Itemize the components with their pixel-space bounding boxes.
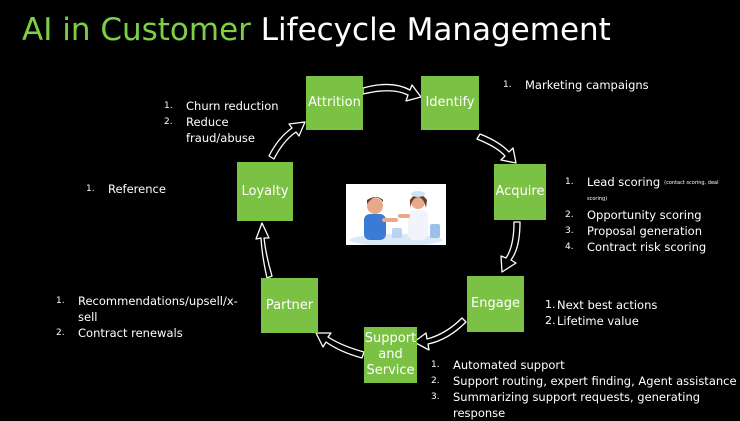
list-item: 1.Reference [86, 182, 166, 196]
list-item: 1.Lead scoring(contact scoring, deal sco… [565, 175, 719, 202]
list-item: 2.Lifetime value [545, 314, 639, 328]
stage-support-line3: Service [366, 363, 415, 378]
stage-support-line2: and [378, 347, 403, 362]
stage-identify: Identify [421, 76, 479, 130]
stage-attrition: Attrition [306, 76, 363, 130]
stage-identify-label: Identify [425, 95, 475, 110]
stage-engage: Engage [467, 276, 524, 332]
list-item: 1.Marketing campaigns [503, 78, 649, 92]
list-item: 2.Opportunity scoring [565, 208, 702, 222]
stage-support-service: Support and Service [364, 327, 417, 383]
list-item: 3.Summarizing support requests, generati… [431, 390, 701, 420]
list-item: 3.Proposal generation [565, 224, 703, 238]
list-item: 1.Next best actions [545, 298, 658, 312]
list-item: 2.Reduce fraud/abuse [164, 115, 255, 145]
loyalty-list: 1.Reference [86, 181, 206, 197]
acquire-list: 1.Lead scoring(contact scoring, deal sco… [565, 174, 737, 255]
partner-list: 1.Recommendations/upsell/x-sell 2.Contra… [56, 293, 256, 341]
arrow-partner-loyalty [255, 222, 273, 279]
customer-service-illustration [346, 184, 446, 245]
arrow-acquire-engage [500, 221, 521, 273]
stage-loyalty-label: Loyalty [241, 183, 289, 199]
attrition-list: 1.Churn reduction 2.Reduce fraud/abuse [164, 98, 304, 146]
list-item: 1.Recommendations/upsell/x-sell [56, 294, 238, 324]
cycle-arrows [255, 83, 521, 359]
engage-list: 1.Next best actions 2.Lifetime value [545, 297, 705, 329]
stage-acquire-label: Acquire [495, 184, 545, 199]
stage-partner-label: Partner [265, 297, 314, 313]
arrow-identify-acquire [476, 133, 517, 164]
support-list: 1.Automated support 2.Support routing, e… [431, 357, 737, 421]
arrow-engage-support [413, 317, 467, 351]
list-item: 1.Automated support [431, 358, 565, 372]
title-accent: AI in Customer [22, 12, 251, 48]
list-item: 4.Contract risk scoring [565, 240, 707, 254]
stage-support-line1: Support [364, 331, 417, 346]
list-item: 2.Support routing, expert finding, Agent… [431, 374, 737, 388]
identify-list: 1.Marketing campaigns [503, 77, 703, 93]
arrow-support-partner [315, 332, 365, 359]
stage-loyalty: Loyalty [237, 162, 293, 221]
list-item: 1.Churn reduction [164, 99, 279, 113]
list-item: 2.Contract renewals [56, 326, 183, 340]
stage-engage-label: Engage [471, 296, 520, 311]
stage-partner: Partner [261, 278, 318, 333]
page-title: AI in Customer Lifecycle Management [22, 12, 611, 48]
arrow-attrition-identify [362, 83, 422, 102]
title-rest: Lifecycle Management [260, 12, 611, 48]
arrow-loyalty-attrition [268, 121, 306, 160]
stage-acquire: Acquire [494, 164, 546, 220]
stage-attrition-label: Attrition [308, 95, 361, 110]
